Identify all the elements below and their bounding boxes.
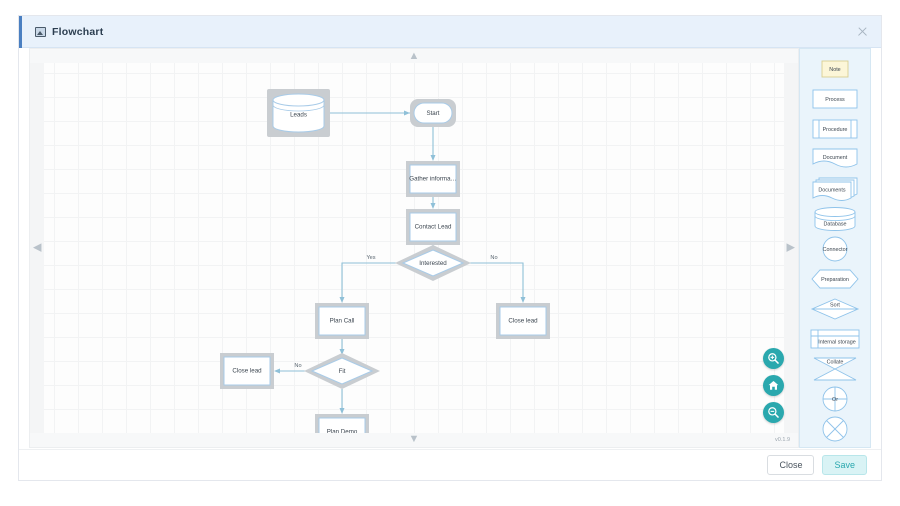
edge-label-no-1: No bbox=[490, 255, 497, 261]
palette-item-label: Sort bbox=[830, 302, 840, 308]
palette-item-note[interactable]: Note bbox=[800, 55, 870, 83]
chevron-up-icon[interactable]: ▲ bbox=[408, 50, 420, 62]
chevron-down-icon[interactable]: ▼ bbox=[408, 433, 420, 445]
palette-item-label: Connector bbox=[823, 247, 848, 253]
flow-node-leads[interactable]: Leads bbox=[267, 89, 330, 137]
flow-node-plan-call[interactable]: Plan Call bbox=[315, 303, 369, 339]
flow-node-label: Gather informa… bbox=[409, 176, 456, 183]
palette-item-collate[interactable]: Collate bbox=[800, 355, 870, 383]
connector-interested-closelead1: No bbox=[463, 255, 526, 303]
flow-node-label: Interested bbox=[419, 260, 447, 267]
palette-item-internal-storage[interactable]: Internal storage bbox=[800, 325, 870, 353]
palette-item-label: Process bbox=[825, 97, 845, 103]
palette-item-label: Database bbox=[823, 221, 846, 227]
home-icon[interactable] bbox=[763, 375, 784, 396]
flow-node-label: Leads bbox=[290, 112, 307, 119]
canvas-bottom-gutter bbox=[30, 433, 798, 447]
palette-item-preparation[interactable]: Preparation bbox=[800, 265, 870, 293]
header-accent-bar bbox=[19, 16, 22, 48]
canvas-right-gutter bbox=[784, 49, 798, 447]
palette-item-documents[interactable]: Documents bbox=[800, 175, 870, 203]
palette-item-sort[interactable]: Sort bbox=[800, 295, 870, 323]
chevron-right-icon[interactable]: ▶ bbox=[786, 241, 795, 254]
chevron-left-icon[interactable]: ◀ bbox=[33, 241, 42, 254]
flow-node-label: Contact Lead bbox=[415, 224, 452, 231]
version-label: v0.1.9 bbox=[775, 437, 790, 443]
zoom-controls bbox=[763, 348, 784, 423]
flow-node-contact-lead[interactable]: Contact Lead bbox=[406, 209, 460, 245]
flowchart-graph: Yes No No bbox=[220, 89, 550, 447]
palette-item-database[interactable]: Database bbox=[800, 205, 870, 233]
palette-item-label: Documents bbox=[818, 187, 846, 193]
flow-node-gather[interactable]: Gather informa… bbox=[406, 161, 460, 197]
flowchart-canvas[interactable]: ▲ ▼ ◀ ▶ bbox=[29, 48, 799, 448]
image-icon bbox=[35, 27, 46, 37]
flow-node-label: Plan Call bbox=[330, 318, 355, 325]
palette-item-label: Or bbox=[832, 397, 838, 403]
edge-label-yes: Yes bbox=[366, 255, 375, 261]
page-title: Flowchart bbox=[52, 26, 104, 38]
save-button[interactable]: Save bbox=[822, 454, 867, 476]
connector-start-gather bbox=[430, 127, 436, 161]
dialog-header: Flowchart bbox=[19, 16, 881, 48]
palette-item-process[interactable]: Process bbox=[800, 85, 870, 113]
palette-item-connector[interactable]: Connector bbox=[800, 235, 870, 263]
dialog-title-group: Flowchart bbox=[35, 16, 103, 48]
palette-item-label: Procedure bbox=[823, 127, 848, 133]
flow-node-label: Fit bbox=[339, 368, 346, 375]
flow-node-close-lead-1[interactable]: Close lead bbox=[496, 303, 550, 339]
shape-palette[interactable]: Note Process P bbox=[799, 48, 871, 448]
palette-item-label: Collate bbox=[827, 359, 844, 365]
flow-node-fit[interactable]: Fit bbox=[304, 353, 380, 389]
palette-item-document[interactable]: Document bbox=[800, 145, 870, 173]
flow-node-label: Close lead bbox=[508, 318, 538, 325]
connector-fit-plandemo bbox=[339, 389, 345, 414]
canvas-left-gutter bbox=[30, 49, 44, 447]
zoom-in-icon[interactable] bbox=[763, 348, 784, 369]
dialog-body: ▲ ▼ ◀ ▶ bbox=[19, 48, 881, 450]
flow-node-label: Start bbox=[426, 110, 439, 117]
flow-node-interested[interactable]: Interested bbox=[395, 245, 471, 281]
canvas-top-gutter bbox=[30, 49, 798, 63]
flow-node-label: Close lead bbox=[232, 368, 262, 375]
close-icon[interactable] bbox=[856, 25, 869, 38]
palette-item-label: Note bbox=[829, 67, 840, 73]
palette-item-summing-junction[interactable] bbox=[800, 415, 870, 443]
connector-gather-contact bbox=[430, 197, 436, 209]
flow-node-close-lead-2[interactable]: Close lead bbox=[220, 353, 274, 389]
flowchart-dialog: Flowchart ▲ ▼ ◀ ▶ bbox=[18, 15, 882, 481]
dialog-footer: Close Save bbox=[19, 449, 881, 480]
palette-item-label: Preparation bbox=[821, 277, 849, 283]
palette-item-label: Document bbox=[823, 155, 848, 161]
palette-item-or[interactable]: Or bbox=[800, 385, 870, 413]
palette-item-procedure[interactable]: Procedure bbox=[800, 115, 870, 143]
zoom-out-icon[interactable] bbox=[763, 402, 784, 423]
flow-node-label: Plan Demo bbox=[327, 429, 358, 436]
shape-palette-list: Note Process P bbox=[800, 49, 870, 443]
close-button[interactable]: Close bbox=[767, 454, 815, 476]
palette-item-label: Internal storage bbox=[818, 339, 855, 345]
edge-label-no-2: No bbox=[294, 363, 301, 369]
connector-plancall-fit bbox=[339, 339, 345, 355]
flow-node-start[interactable]: Start bbox=[410, 99, 456, 127]
connector-interested-plancall: Yes bbox=[339, 255, 403, 303]
connector-leads-start bbox=[330, 110, 410, 116]
